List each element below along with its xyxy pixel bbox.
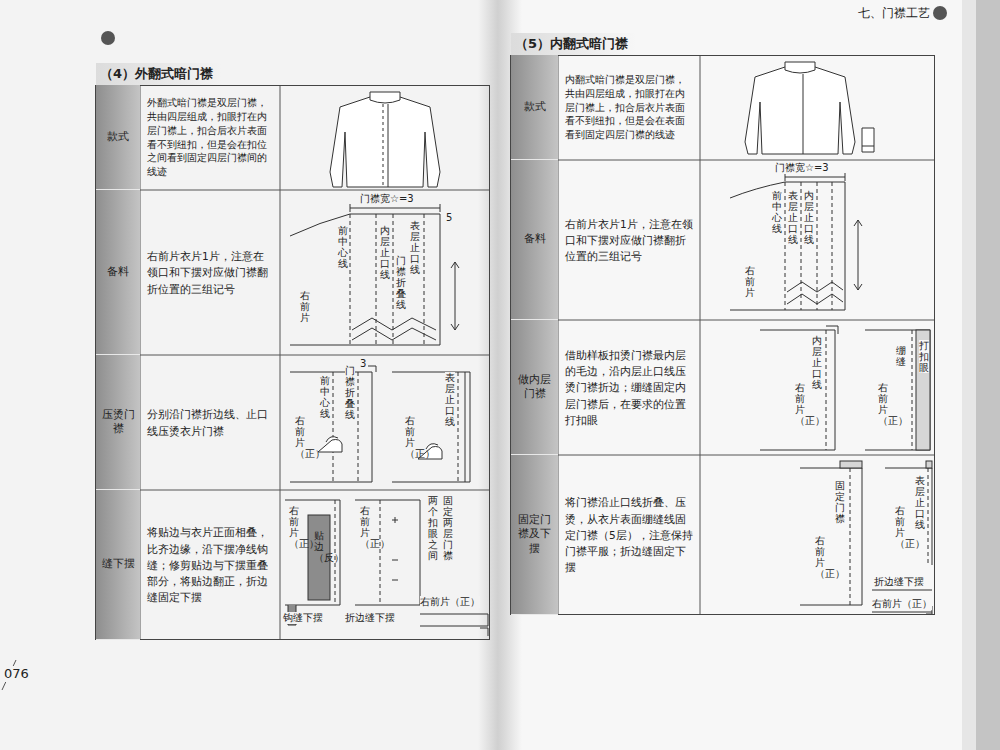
row-label: 备料	[107, 265, 129, 279]
row-label: 固定门襟及下摆	[515, 513, 554, 556]
row-heading: 款式	[511, 55, 558, 160]
part-label: 右前片（正）	[420, 596, 480, 608]
section-title: （4）外翻式暗门襟	[96, 63, 221, 85]
part-label: 前中心线	[772, 190, 782, 234]
left-page	[0, 0, 500, 750]
row-heading: 做内层门襟	[511, 320, 558, 455]
part-label: 右前片（正）	[360, 505, 370, 549]
table-rule	[95, 490, 490, 491]
step-description: 将门襟沿止口线折叠、压烫，从衣片表面绷缝线固定门襟（5层），注意保持门襟平服；折…	[565, 494, 693, 575]
row-heading: 压烫门襟	[96, 355, 140, 490]
row-heading: 备料	[511, 160, 558, 320]
part-label: 右前片（正）	[795, 382, 805, 426]
part-label: 右前片（正）	[815, 535, 825, 579]
part-label: 5	[446, 212, 452, 224]
table-rule	[280, 85, 281, 640]
section-title: （5）内翻式暗门襟	[511, 33, 636, 55]
row-label: 缝下摆	[102, 557, 135, 571]
page-number: 076	[4, 666, 29, 682]
part-label: 右前片（正）	[405, 415, 415, 459]
part-label: 固定两层门襟	[443, 495, 453, 561]
step-text: 右前片衣片1片，注意在领口和下摆对应做门襟翻折位置的三组记号	[558, 160, 700, 320]
step-text: 将门襟沿止口线折叠、压烫，从衣片表面绷缝线固定门襟（5层），注意保持门襟平服；折…	[558, 455, 700, 615]
panel-illustration	[285, 173, 932, 636]
table-rule	[510, 160, 935, 161]
step-text: 将贴边与衣片正面相叠，比齐边缘，沿下摆净线钩缝；修剪贴边与下摆重叠部分，将贴边翻…	[140, 490, 280, 640]
header-icon	[933, 6, 947, 20]
step-text: 分别沿门襟折边线、止口线压烫衣片门襟	[140, 355, 280, 490]
row-label: 备料	[524, 232, 546, 246]
step-description: 将贴边与衣片正面相叠，比齐边缘，沿下摆净线钩缝；修剪贴边与下摆重叠部分，将贴边翻…	[147, 524, 273, 605]
step-description: 右前片衣片1片，注意在领口和下摆对应做门襟翻折位置的三组记号	[565, 216, 693, 265]
part-label: 门襟折叠线	[345, 365, 355, 420]
right-page	[500, 0, 962, 750]
step-description: 内翻式暗门襟是双层门襟，共由四层组成，扣眼打在内层门襟上，扣合后衣片表面看不到纽…	[565, 73, 693, 142]
part-label: 两个扣眼之间	[428, 495, 438, 561]
table-grid	[95, 55, 935, 640]
row-label: 压烫门襟	[100, 408, 136, 437]
process-table: （5）内翻式暗门襟款式内翻式暗门襟是双层门襟，共由四层组成，扣眼打在内层门襟上，…	[510, 55, 935, 615]
table-rule	[95, 190, 490, 191]
part-label: 右前片（正）	[895, 505, 905, 549]
part-label: 右前片（正）	[872, 598, 932, 610]
row-label: 款式	[107, 130, 129, 144]
part-label: 右前片（正）	[289, 505, 299, 549]
row-label: 款式	[524, 100, 546, 114]
part-label: 固定门襟	[835, 480, 845, 524]
part-label: 门襟折叠线	[396, 255, 406, 310]
part-label: 折边缝下摆	[874, 576, 924, 588]
row-heading: 固定门襟及下摆	[511, 455, 558, 615]
part-label: 钩缝下摆	[283, 612, 323, 624]
part-label: 表层止口线	[788, 190, 798, 245]
row-heading: 款式	[96, 85, 140, 190]
part-label: 前中心线	[320, 375, 330, 419]
part-label: 表层止口线	[915, 475, 925, 530]
part-label: 打扣眼	[919, 340, 929, 373]
part-label: 内层止口线	[812, 335, 822, 390]
step-description: 右前片衣片1片，注意在领口和下摆对应做门襟翻折位置的三组记号	[147, 248, 273, 297]
step-text: 借助样板扣烫门襟最内层的毛边，沿内层止口线压烫门襟折边；绷缝固定内层门襟后，在要…	[558, 320, 700, 455]
step-text: 右前片衣片1片，注意在领口和下摆对应做门襟翻折位置的三组记号	[140, 190, 280, 355]
table-rule	[510, 455, 935, 456]
part-label: 内层止口线	[804, 190, 814, 245]
page-stack	[962, 0, 976, 750]
shirt-illustration	[330, 62, 874, 187]
part-label: 右前片（正）	[295, 415, 305, 459]
header-icon	[101, 31, 115, 45]
part-label: 表层止口线	[445, 372, 455, 427]
step-text: 内翻式暗门襟是双层门襟，共由四层组成，扣眼打在内层门襟上，扣合后衣片表面看不到纽…	[558, 55, 700, 160]
part-label: 右前片	[300, 290, 310, 323]
part-label: 前中心线	[338, 225, 348, 269]
table-rule	[510, 320, 935, 321]
part-label: 门襟宽☆=3	[775, 162, 829, 174]
step-text: 外翻式暗门襟是双层门襟，共由四层组成，扣眼打在内层门襟上，扣合后衣片表面看不到纽…	[140, 85, 280, 190]
part-label: 右前片	[745, 265, 755, 298]
part-label: 折边缝下摆	[345, 612, 395, 624]
step-description: 分别沿门襟折边线、止口线压烫衣片门襟	[147, 406, 273, 439]
row-heading: 缝下摆	[96, 490, 140, 640]
part-label: 3	[360, 358, 366, 370]
running-head: 七、门襟工艺	[858, 6, 930, 20]
table-rule	[700, 55, 701, 615]
step-description: 借助样板扣烫门襟最内层的毛边，沿内层止口线压烫门襟折边；绷缝固定内层门襟后，在要…	[565, 347, 693, 428]
part-label: 绷缝	[896, 345, 906, 367]
part-label: 内层止口线	[380, 225, 390, 280]
step-description: 外翻式暗门襟是双层门襟，共由四层组成，扣眼打在内层门襟上，扣合后衣片表面看不到纽…	[147, 96, 273, 179]
part-label: 右前片（正）	[878, 382, 888, 426]
part-label: 表层止口线	[410, 220, 420, 275]
part-label: 贴边（反）	[314, 530, 324, 563]
row-heading: 备料	[96, 190, 140, 355]
table-rule	[95, 355, 490, 356]
part-label: 门襟宽☆=3	[360, 193, 414, 205]
row-label: 做内层门襟	[515, 373, 554, 402]
